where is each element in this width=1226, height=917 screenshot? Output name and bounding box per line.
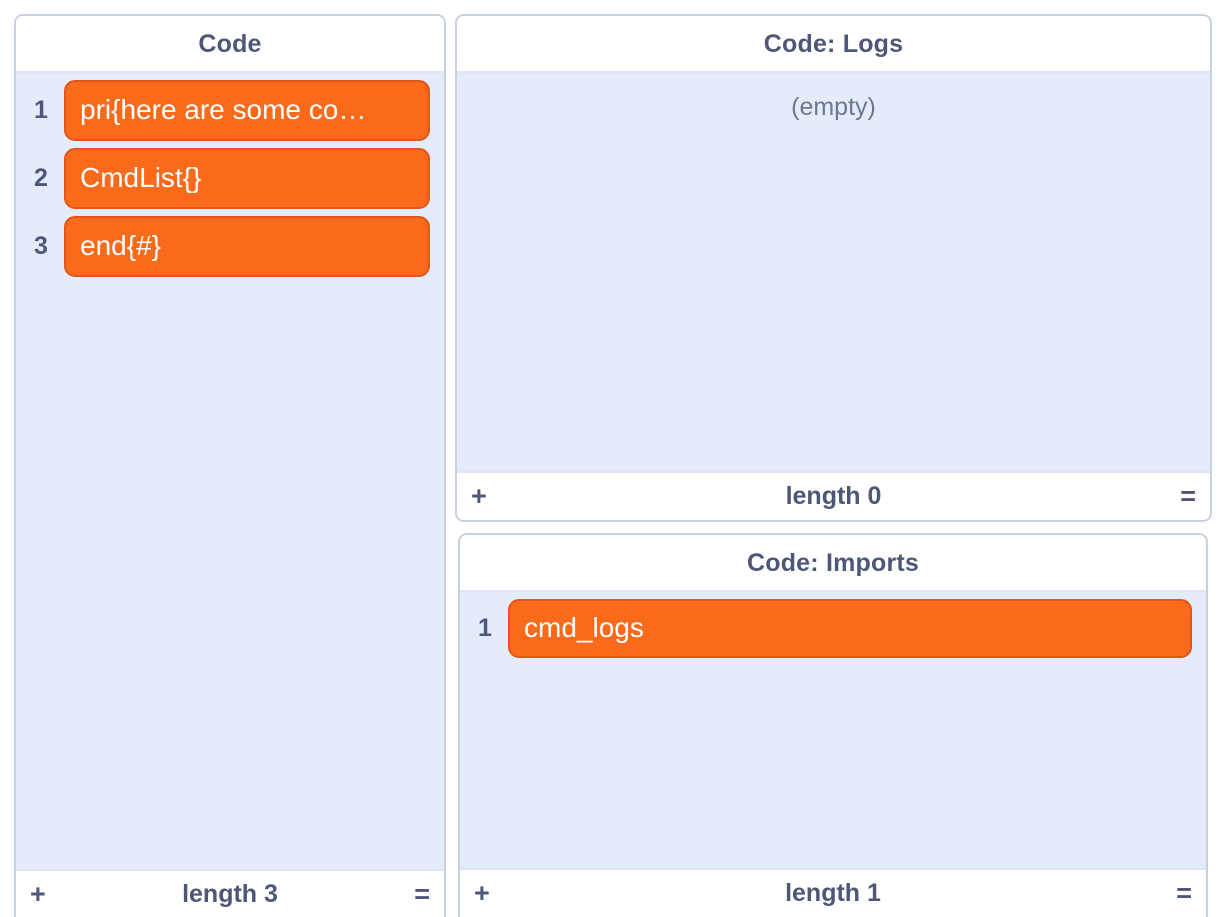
code-imports-panel-body[interactable]: 1 cmd_logs bbox=[460, 592, 1206, 868]
code-logs-empty-text: (empty) bbox=[791, 93, 876, 121]
code-row[interactable]: 2 CmdList{} bbox=[26, 148, 430, 209]
code-imports-length-label: length 1 bbox=[785, 879, 881, 907]
equals-icon[interactable]: = bbox=[1180, 481, 1196, 511]
code-panel: Code 1 pri{here are some co… 2 CmdList{}… bbox=[14, 14, 446, 917]
code-logs-length-label: length 0 bbox=[785, 482, 882, 510]
code-length-label: length 3 bbox=[182, 879, 278, 908]
code-row[interactable]: 1 pri{here are some co… bbox=[26, 80, 430, 141]
code-row[interactable]: 3 end{#} bbox=[26, 216, 430, 277]
code-block[interactable]: end{#} bbox=[64, 216, 430, 277]
code-row-number: 1 bbox=[34, 96, 48, 124]
code-logs-panel-footer: + length 0 = bbox=[457, 471, 1210, 520]
add-row-icon[interactable]: + bbox=[471, 481, 487, 511]
add-row-icon[interactable]: + bbox=[30, 878, 46, 909]
code-imports-panel: Code: Imports 1 cmd_logs + length 1 = bbox=[458, 533, 1208, 917]
equals-icon[interactable]: = bbox=[1176, 878, 1192, 908]
code-panel-body[interactable]: 1 pri{here are some co… 2 CmdList{} 3 en… bbox=[16, 73, 444, 869]
code-logs-panel-title: Code: Logs bbox=[457, 16, 1210, 73]
import-row-number: 1 bbox=[478, 614, 492, 642]
import-block[interactable]: cmd_logs bbox=[508, 599, 1192, 658]
code-block[interactable]: pri{here are some co… bbox=[64, 80, 430, 141]
code-imports-panel-title: Code: Imports bbox=[460, 535, 1206, 592]
code-panel-footer: + length 3 = bbox=[16, 869, 444, 917]
import-row[interactable]: 1 cmd_logs bbox=[470, 599, 1192, 658]
equals-icon[interactable]: = bbox=[414, 878, 430, 909]
code-imports-panel-footer: + length 1 = bbox=[460, 868, 1206, 917]
code-block[interactable]: CmdList{} bbox=[64, 148, 430, 209]
code-row-number: 3 bbox=[34, 232, 48, 260]
code-logs-panel-body[interactable]: (empty) bbox=[457, 73, 1210, 471]
code-logs-panel: Code: Logs (empty) + length 0 = bbox=[455, 14, 1212, 522]
code-row-number: 2 bbox=[34, 164, 48, 192]
code-panel-title: Code bbox=[16, 16, 444, 73]
add-row-icon[interactable]: + bbox=[474, 878, 490, 908]
